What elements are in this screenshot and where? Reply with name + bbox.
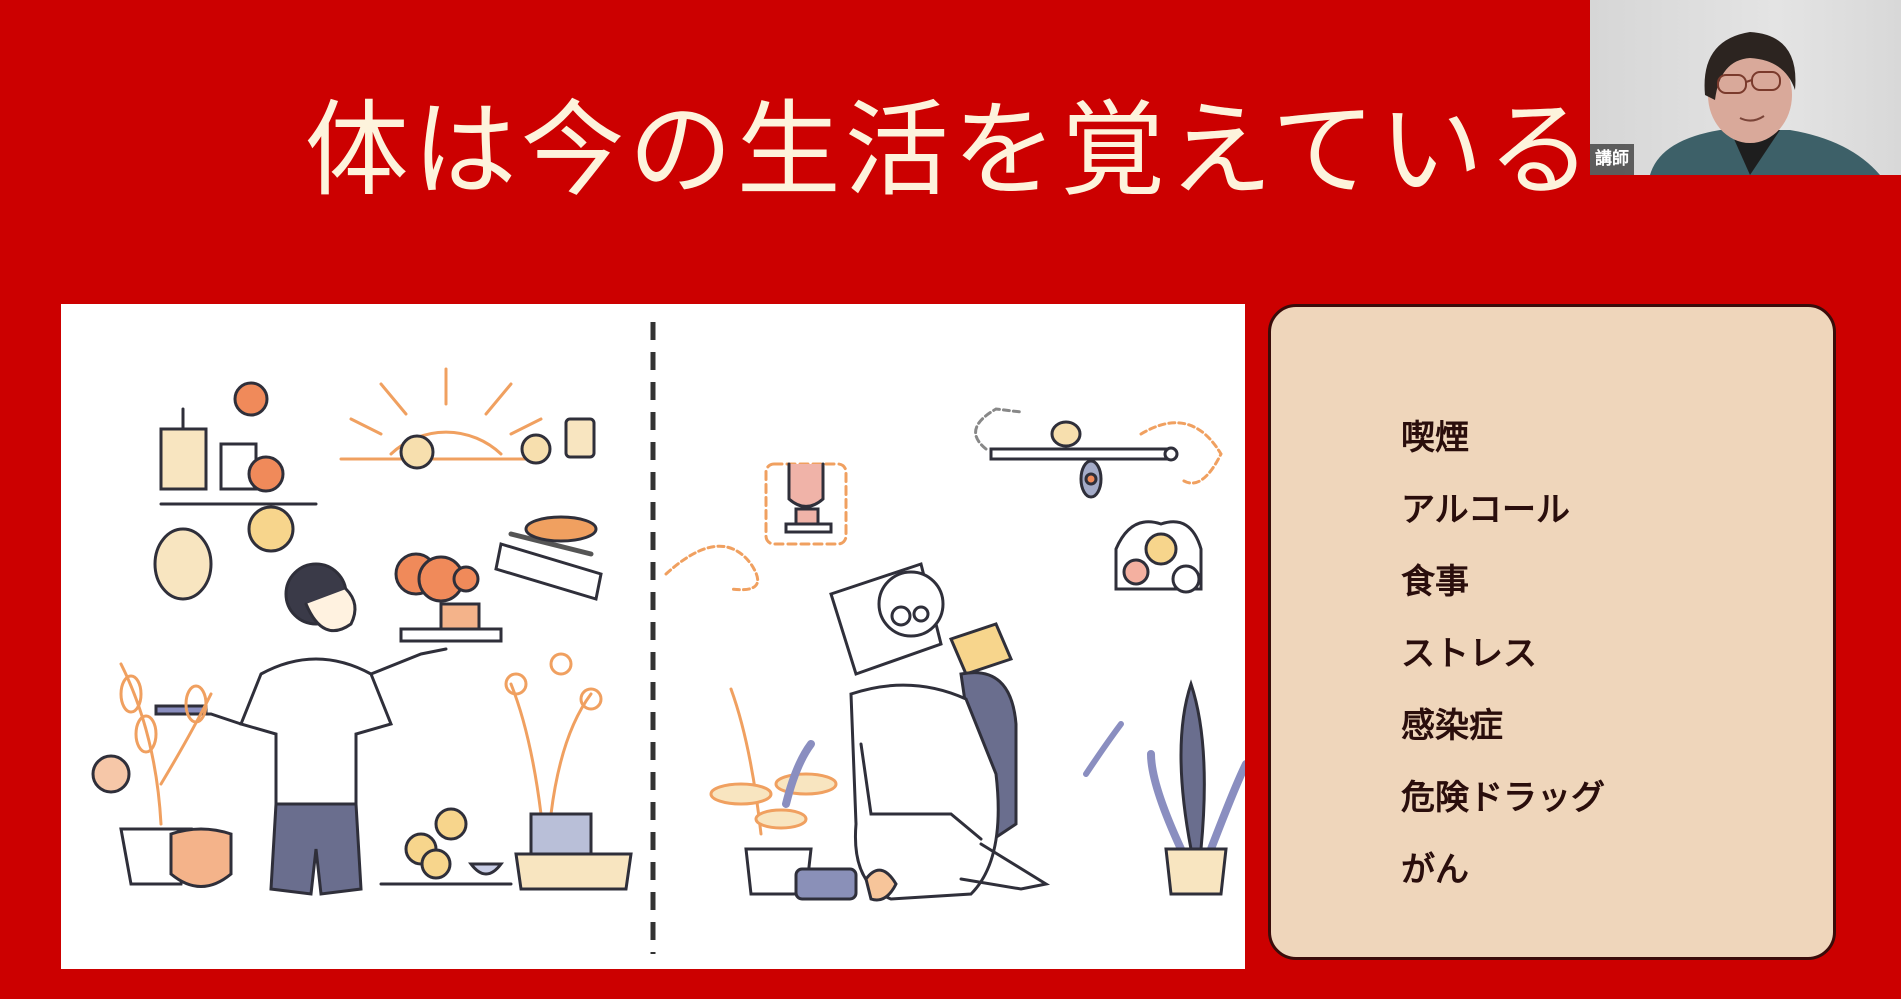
- presenter-avatar-icon: [1650, 32, 1880, 175]
- list-item-cancer: がん: [1401, 850, 1469, 890]
- list-item-dangerous-drugs: 危険ドラッグ: [1401, 778, 1605, 818]
- left-scene-icon: [91, 367, 633, 896]
- list-item-smoking: 喫煙: [1401, 418, 1469, 458]
- risk-factor-list-box: 喫煙 アルコール 食事 ストレス 感染症 危険ドラッグ がん: [1268, 304, 1836, 960]
- participant-name-tag: 講師: [1590, 144, 1634, 175]
- list-item-infection: 感染症: [1401, 706, 1503, 746]
- lifestyle-illustration-svg: [91, 322, 1245, 954]
- list-item-diet: 食事: [1401, 562, 1469, 602]
- webcam-video-tile[interactable]: 講師: [1590, 0, 1901, 175]
- right-scene-icon: [664, 407, 1245, 902]
- slide-title: 体は今の生活を覚えている: [304, 88, 1596, 211]
- list-item-alcohol: アルコール: [1401, 490, 1570, 530]
- list-item-stress: ストレス: [1401, 634, 1537, 674]
- risk-factor-list: 喫煙 アルコール 食事 ストレス 感染症 危険ドラッグ がん: [1401, 402, 1605, 906]
- lifestyle-illustration: [61, 304, 1245, 969]
